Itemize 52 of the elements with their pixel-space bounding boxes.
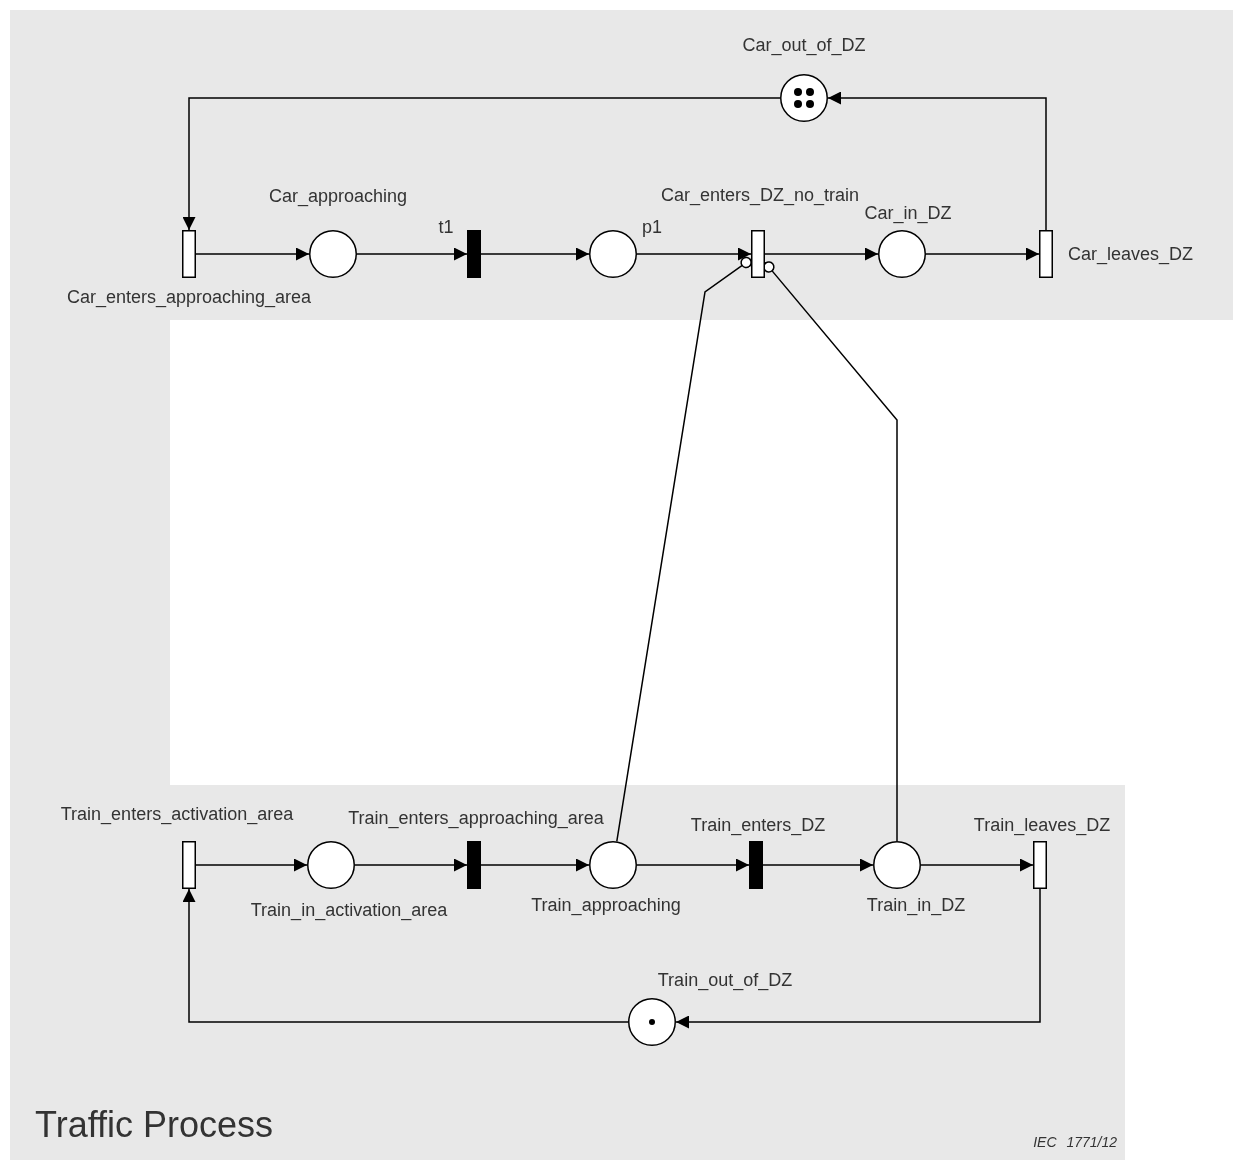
arc-arrow bbox=[480, 247, 590, 261]
figure-reference: IEC 1771/12 bbox=[1033, 1135, 1117, 1149]
transition-label: Car_enters_DZ_no_train bbox=[660, 186, 860, 204]
arc-arrow bbox=[195, 858, 308, 872]
place-label: p1 bbox=[642, 218, 662, 236]
transition-bar bbox=[751, 230, 765, 278]
arc-arrow bbox=[195, 247, 310, 261]
transition-label: Train_enters_DZ bbox=[690, 816, 826, 834]
inhibitor-arc bbox=[763, 261, 898, 842]
arc-arrow bbox=[764, 247, 879, 261]
arc-arrow bbox=[920, 858, 1034, 872]
place-label: Car_in_DZ bbox=[864, 204, 952, 222]
arc-arrow bbox=[636, 247, 752, 261]
place-circle bbox=[589, 841, 637, 889]
arc-arrow bbox=[636, 858, 750, 872]
place-label: Train_in_DZ bbox=[866, 896, 966, 914]
transition-label: Train_leaves_DZ bbox=[973, 816, 1111, 834]
place-circle bbox=[309, 230, 357, 278]
transition-label: t1 bbox=[438, 218, 454, 236]
arc-arrow bbox=[356, 247, 468, 261]
place-label: Train_approaching bbox=[531, 896, 681, 914]
transition-bar bbox=[182, 230, 196, 278]
arc-arrow bbox=[182, 888, 629, 1023]
arc-arrow bbox=[762, 858, 874, 872]
place-label: Train_out_of_DZ bbox=[657, 971, 793, 989]
place-circle bbox=[628, 998, 676, 1046]
arc-arrow bbox=[182, 97, 781, 231]
inhibitor-arc bbox=[616, 256, 752, 843]
transition-label: Train_enters_approaching_area bbox=[348, 809, 604, 827]
transition-bar bbox=[182, 841, 196, 889]
arc-arrow bbox=[925, 247, 1040, 261]
place-label: Train_in_activation_area bbox=[250, 901, 448, 919]
place-circle bbox=[307, 841, 355, 889]
transition-label: Train_enters_activation_area bbox=[60, 805, 294, 823]
place-label: Car_approaching bbox=[268, 187, 408, 205]
transition-bar bbox=[749, 841, 763, 889]
transition-label: Car_leaves_DZ bbox=[1068, 245, 1194, 263]
transition-bar bbox=[467, 841, 481, 889]
arc-arrow bbox=[480, 858, 590, 872]
arc-arrow bbox=[827, 91, 1047, 231]
place-circle bbox=[878, 230, 926, 278]
place-label: Car_out_of_DZ bbox=[742, 36, 866, 54]
place-circle bbox=[873, 841, 921, 889]
transition-bar bbox=[1033, 841, 1047, 889]
arc-arrow bbox=[675, 888, 1041, 1029]
place-circle bbox=[589, 230, 637, 278]
arc-arrow bbox=[354, 858, 468, 872]
place-circle bbox=[780, 74, 828, 122]
panel-title: Traffic Process bbox=[35, 1107, 274, 1143]
transition-label: Car_enters_approaching_area bbox=[66, 288, 312, 306]
transition-bar bbox=[467, 230, 481, 278]
transition-bar bbox=[1039, 230, 1053, 278]
